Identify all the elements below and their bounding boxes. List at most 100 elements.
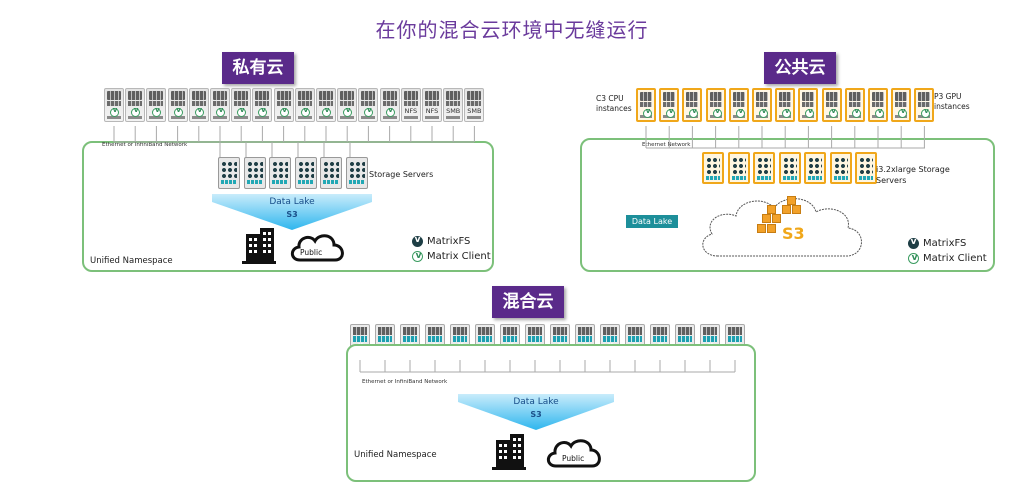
- public-network-label: Ethernet Network: [642, 142, 691, 148]
- cloud-instance: [821, 88, 842, 122]
- storage-instance: [778, 152, 801, 184]
- hybrid-data-lake-label: Data Lake: [513, 397, 559, 407]
- legend-matrixfs-label: MatrixFS: [923, 238, 967, 249]
- legend-client-label: Matrix Client: [923, 253, 987, 264]
- compute-server: [125, 88, 146, 122]
- storage-server: [243, 157, 266, 189]
- legend-client: Matrix Client: [908, 251, 987, 266]
- storage-instance: [727, 152, 750, 184]
- compute-server: [294, 88, 315, 122]
- compute-server: [146, 88, 167, 122]
- compute-server: [379, 88, 400, 122]
- matrix-client-icon: [152, 106, 162, 117]
- storage-instance: [804, 152, 826, 184]
- matrix-client-icon: [216, 106, 225, 117]
- legend-matrixfs: MatrixFS: [908, 235, 987, 251]
- private-network-lines: [113, 126, 475, 162]
- matrix-client-icon: [782, 107, 792, 118]
- protocol-label: SMB: [446, 107, 461, 115]
- compute-server: [273, 88, 294, 122]
- matrix-client-icon: [237, 106, 247, 117]
- gpu-instances-label: P3 GPU instances: [934, 92, 970, 111]
- matrix-client-icon: [412, 249, 424, 264]
- private-datacenter-building-icon: [242, 228, 276, 264]
- private-public-cloud-icon: [290, 234, 344, 262]
- s3-block: [767, 205, 776, 214]
- private-s3-label: S3: [286, 210, 298, 219]
- cloud-instance: [752, 88, 772, 122]
- storage-server: [294, 157, 317, 189]
- matrixfs-icon: [908, 235, 919, 250]
- matrix-client-icon: [759, 107, 768, 118]
- matrix-client-icon: [898, 107, 908, 118]
- cloud-instance: [798, 88, 819, 122]
- compute-server: [210, 88, 230, 122]
- hybrid-network-label: Ethernet or InfiniBand Network: [362, 379, 448, 385]
- cpu-instances-label: C3 CPU instances: [596, 94, 632, 113]
- matrix-client-icon: [131, 106, 141, 117]
- matrix-client-icon: [300, 106, 310, 117]
- matrix-client-icon: [921, 107, 931, 118]
- storage-instance: [829, 152, 852, 184]
- protocol-server: SMB: [443, 88, 464, 122]
- matrix-client-icon: [828, 107, 838, 118]
- s3-block: [772, 214, 781, 223]
- compute-server: [104, 88, 124, 122]
- private-cloud-badge: 私有云: [222, 52, 294, 84]
- cloud-instance: [728, 88, 749, 122]
- storage-server: [269, 157, 291, 189]
- protocol-server: NFS: [422, 88, 442, 122]
- matrix-client-icon: [364, 106, 374, 117]
- public-network-lines: [645, 126, 925, 149]
- protocol-server: NFS: [400, 88, 421, 122]
- legend-matrixfs: MatrixFS: [412, 233, 491, 249]
- cloud-instance: [891, 88, 912, 122]
- private-namespace-label: Unified Namespace: [90, 256, 173, 266]
- matrix-client-icon: [908, 251, 920, 266]
- matrix-client-icon: [173, 106, 183, 117]
- s3-block: [767, 224, 776, 233]
- compute-server: [316, 88, 336, 122]
- cloud-instance: [659, 88, 680, 122]
- storage-server: [218, 157, 240, 189]
- matrix-client-icon: [194, 106, 204, 117]
- cloud-instance: [914, 88, 935, 122]
- hybrid-cloud-badge: 混合云: [492, 286, 564, 318]
- storage-server: [345, 157, 368, 189]
- private-data-lake-label: Data Lake: [269, 197, 315, 207]
- compute-server: [167, 88, 188, 122]
- page-title: 在你的混合云环境中无缝运行: [375, 18, 649, 42]
- cloud-instance: [636, 88, 656, 122]
- s3-block: [792, 205, 801, 214]
- matrix-client-icon: [279, 106, 289, 117]
- matrix-client-icon: [689, 107, 699, 118]
- cloud-instance: [868, 88, 888, 122]
- public-s3-label: S3: [782, 224, 805, 243]
- hybrid-data-lake-arrow: [458, 394, 614, 430]
- compute-server: [337, 88, 358, 122]
- private-public-label: Public: [300, 248, 323, 257]
- matrix-client-icon: [735, 107, 745, 118]
- cloud-instance: [775, 88, 796, 122]
- legend-client: Matrix Client: [412, 249, 491, 264]
- matrix-client-icon: [385, 106, 395, 117]
- storage-instance: [702, 152, 724, 184]
- private-data-lake-arrow: [212, 194, 372, 230]
- storage-instance: [855, 152, 877, 184]
- public-data-lake-label: Data Lake: [626, 215, 678, 228]
- hybrid-namespace-label: Unified Namespace: [354, 450, 437, 460]
- hybrid-network-lines: [359, 360, 736, 373]
- s3-block: [782, 205, 791, 214]
- private-storage-label: Storage Servers: [369, 170, 434, 179]
- matrix-client-icon: [110, 106, 119, 117]
- legend-client-label: Matrix Client: [427, 251, 491, 262]
- s3-block: [762, 214, 771, 223]
- matrix-client-icon: [258, 106, 268, 117]
- s3-block: [757, 224, 766, 233]
- matrix-client-icon: [322, 106, 331, 117]
- matrix-client-icon: [666, 107, 676, 118]
- cloud-instance: [844, 88, 865, 122]
- matrix-client-icon: [875, 107, 884, 118]
- cloud-instance: [705, 88, 726, 122]
- cloud-instance: [682, 88, 703, 122]
